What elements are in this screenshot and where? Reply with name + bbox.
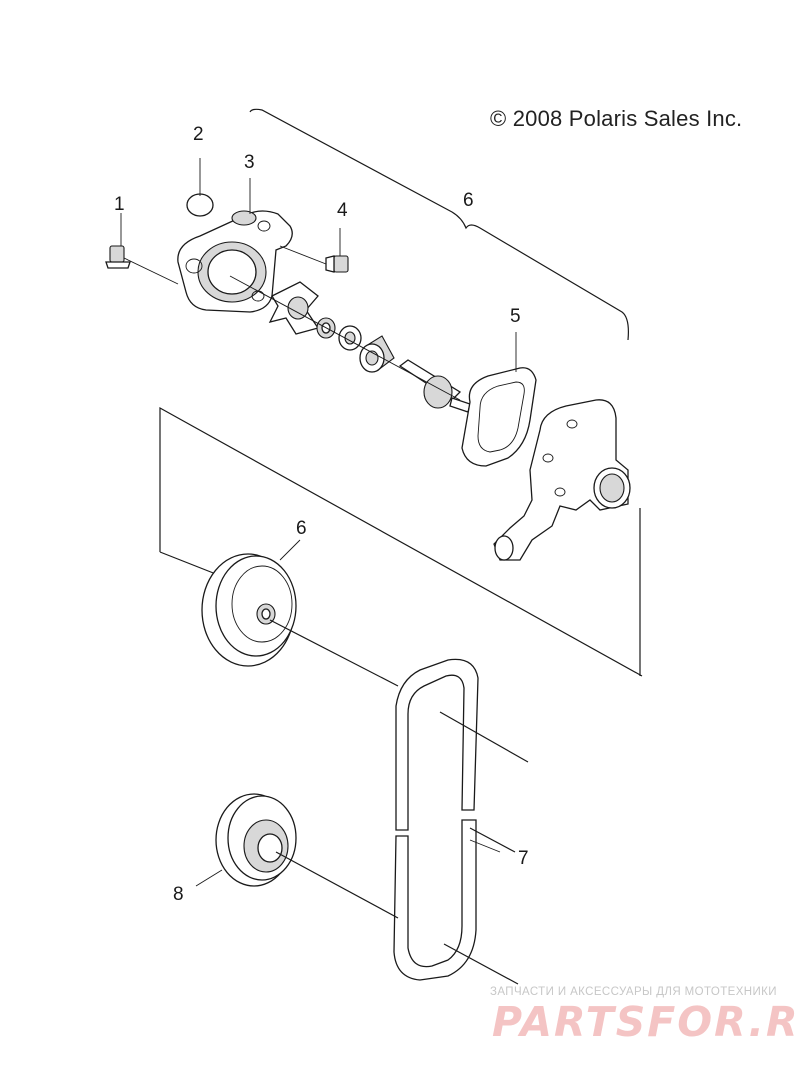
gasket [461, 367, 537, 467]
pump-body [493, 399, 631, 561]
callout-3: 3 [244, 152, 255, 173]
v-belt [393, 658, 479, 981]
callout-4: 4 [337, 200, 348, 221]
bolt-4 [279, 245, 349, 273]
assembly-bracket [249, 108, 629, 341]
drive-pulley [201, 553, 297, 667]
bolt-1 [105, 245, 179, 285]
callout-8: 8 [173, 884, 184, 905]
watermark-logo: PARTSFOR.RU [492, 998, 800, 1046]
callout-1: 1 [114, 194, 125, 215]
pump-cover [177, 210, 293, 313]
copyright-notice: © 2008 Polaris Sales Inc. [490, 106, 743, 131]
mechanical-seal [359, 335, 395, 373]
callout-2: 2 [193, 124, 204, 145]
leader-lines [120, 158, 517, 887]
callout-7: 7 [518, 848, 529, 869]
o-ring [186, 193, 214, 217]
watermark-caption: ЗАПЧАСТИ И АКСЕССУАРЫ ДЛЯ МОТОТЕХНИКИ [490, 986, 777, 998]
impeller [268, 281, 320, 335]
callout-6-assembly: 6 [463, 190, 474, 211]
callout-5: 5 [510, 306, 521, 327]
driven-pulley [215, 793, 297, 887]
callout-6-pulley: 6 [296, 518, 307, 539]
pump-shaft [229, 275, 471, 413]
